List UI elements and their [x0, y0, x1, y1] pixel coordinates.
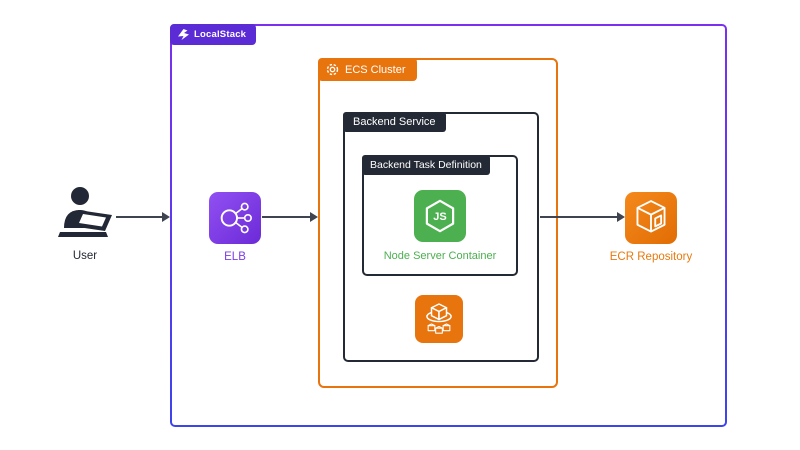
ecs-cluster-box: ECS Cluster: [318, 58, 558, 388]
ecs-cluster-badge: ECS Cluster: [318, 58, 417, 81]
ecs-cluster-label: ECS Cluster: [345, 63, 406, 76]
backend-service-label: Backend Service: [353, 116, 436, 128]
elb-icon: [209, 192, 261, 244]
task-definition-badge: Backend Task Definition: [362, 155, 490, 175]
ecs-service-icon: [415, 295, 463, 343]
node-container-label: Node Server Container: [383, 250, 497, 262]
localstack-logo-icon: [178, 29, 189, 40]
ecr-icon: [625, 192, 677, 244]
localstack-badge-label: LocalStack: [194, 29, 247, 40]
user-laptop-icon: [58, 187, 112, 237]
svg-text:JS: JS: [433, 211, 446, 223]
nodejs-icon: JS: [414, 190, 466, 242]
localstack-badge: LocalStack: [170, 24, 257, 45]
ecs-cluster-icon: [326, 63, 339, 76]
backend-service-badge: Backend Service: [343, 112, 446, 132]
user-label: User: [72, 250, 98, 262]
elb-label: ELB: [224, 251, 246, 263]
ecr-label: ECR Repository: [609, 251, 693, 263]
task-definition-label: Backend Task Definition: [370, 159, 482, 171]
